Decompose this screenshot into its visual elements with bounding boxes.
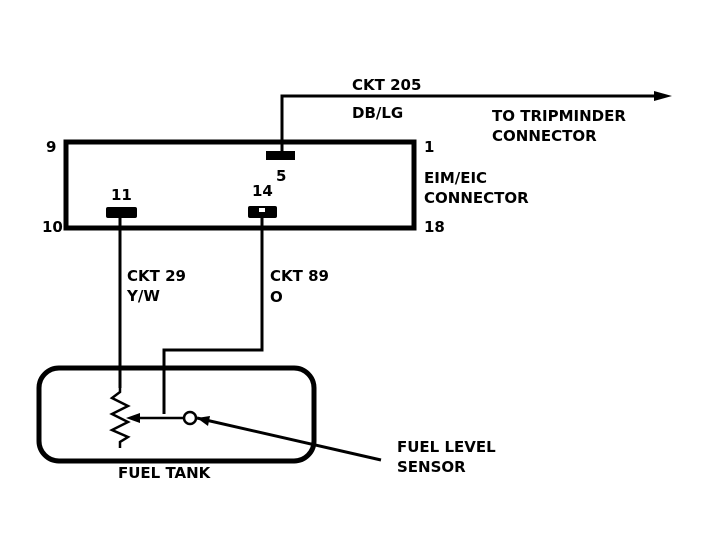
sensor-leader-line <box>196 416 382 462</box>
ckt-89-color: O <box>270 288 283 306</box>
connector-name-line2: CONNECTOR <box>424 189 529 207</box>
ckt-205-label: CKT 205 <box>352 76 421 94</box>
eim-eic-connector-body <box>63 139 417 231</box>
fuel-tank-label: FUEL TANK <box>118 464 212 482</box>
wiper-pivot <box>182 410 198 426</box>
pin-11-terminal <box>106 207 137 218</box>
pin-5-terminal <box>266 151 295 160</box>
pin-5-label: 5 <box>276 167 286 185</box>
ckt-89-label: CKT 89 <box>270 267 329 285</box>
ckt-89-wire <box>162 218 264 414</box>
sensor-label-line2: SENSOR <box>397 458 466 476</box>
resistor-icon <box>109 386 131 448</box>
pin-11-label: 11 <box>111 186 132 204</box>
destination-label-line2: CONNECTOR <box>492 127 597 145</box>
ckt-29-color: Y/W <box>126 287 160 305</box>
pin-9-label: 9 <box>46 138 56 156</box>
pin-10-label: 10 <box>42 218 63 236</box>
pin-1-label: 1 <box>424 138 434 156</box>
pin-14-label: 14 <box>252 182 273 200</box>
ckt-205-color: DB/LG <box>352 104 403 122</box>
fuel-tank-outline <box>36 365 317 464</box>
ckt-205-wire <box>280 94 664 151</box>
ckt-29-label: CKT 29 <box>127 267 186 285</box>
destination-label-line1: TO TRIPMINDER <box>492 107 626 125</box>
sensor-leader-arrow-icon <box>197 416 210 426</box>
sensor-label-line1: FUEL LEVEL <box>397 438 496 456</box>
pin-18-label: 18 <box>424 218 445 236</box>
connector-name-line1: EIM/EIC <box>424 169 487 187</box>
arrow-right-icon <box>654 91 672 101</box>
wiper-arrow-icon <box>126 413 140 423</box>
